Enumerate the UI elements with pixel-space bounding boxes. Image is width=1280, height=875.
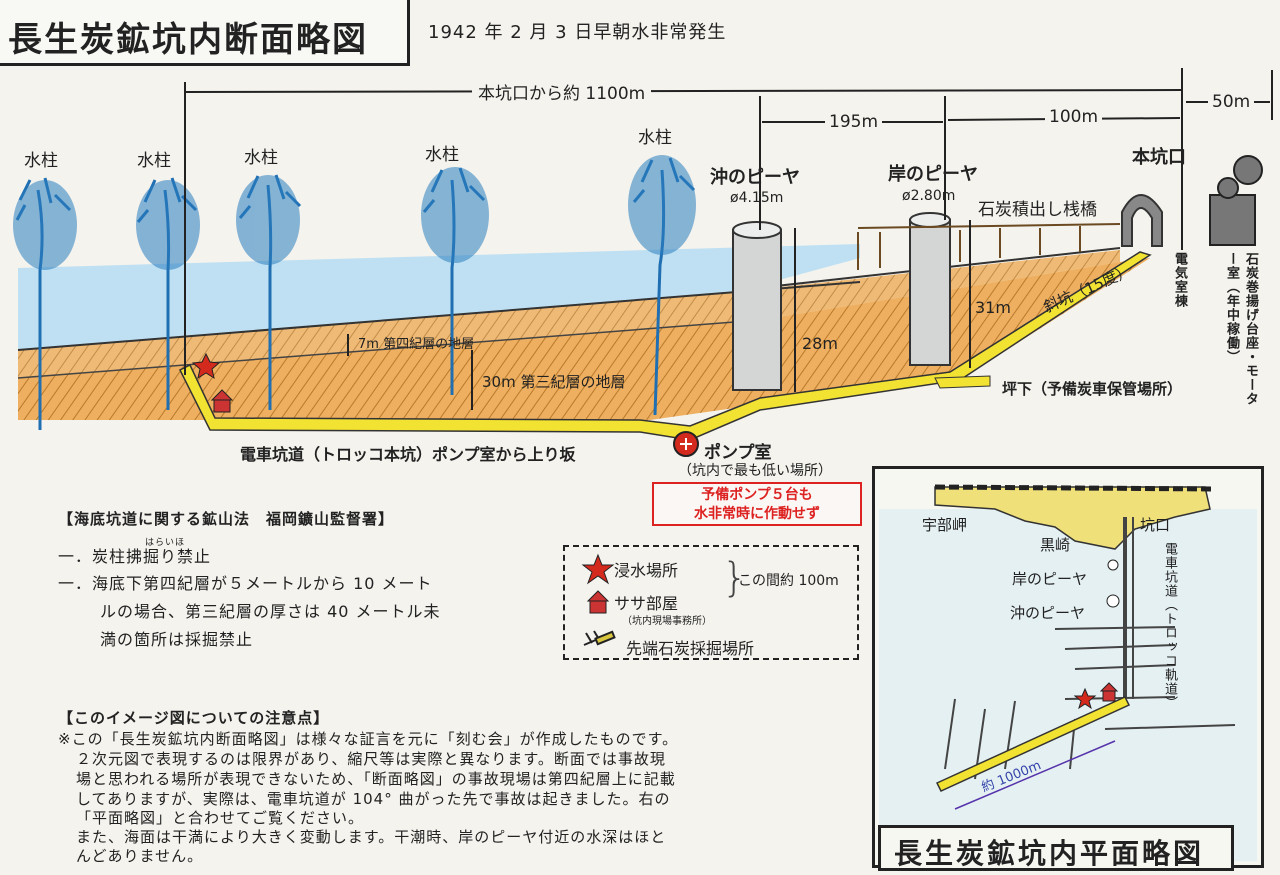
depth-7m-label: 7m 第四紀層の地層	[358, 337, 475, 352]
legend-flood-star-icon	[581, 553, 615, 585]
plan-ube-cape: 宇部岬	[922, 516, 968, 534]
legend-icons	[581, 553, 616, 646]
title-box	[0, 0, 410, 66]
sea-area	[18, 244, 860, 350]
legend-brace: }	[722, 555, 748, 601]
depth-30m-label: 30m 第三紀層の地層	[482, 373, 626, 391]
trestle-label: 石炭積出し桟橋	[978, 200, 1097, 220]
plan-kurosaki: 黒崎	[1040, 536, 1071, 554]
plan-entrance: 坑口	[1140, 516, 1171, 534]
law-heading: 【海底坑道に関する鉱山法 福岡鑛山監督署】	[58, 510, 395, 528]
pier-offshore-diameter: ø4.15m	[730, 190, 784, 206]
coal-trestle	[857, 223, 1121, 270]
dimension-lines	[184, 68, 1273, 410]
pump-room-note: （坑内で最も低い場所）	[678, 463, 832, 479]
page-subtitle: 1942 年 2 月 3 日早朝水非常発生	[428, 22, 727, 43]
plan-incline-tunnel	[935, 696, 1131, 792]
tramway-tunnel	[178, 251, 1152, 441]
pier-offshore-label: 沖のピーヤ	[710, 167, 800, 188]
plan-title-box	[878, 825, 1234, 871]
legend-sasa-note: （坑内現場事務所）	[622, 616, 712, 627]
legend-face-label: 先端石炭採掘場所	[626, 639, 755, 658]
plan-view-diagram	[879, 484, 1257, 861]
legend-box	[563, 545, 859, 660]
quaternary-layer	[18, 250, 1120, 378]
plan-sasa-icon	[1099, 682, 1119, 702]
water-column-label-5: 水柱	[638, 128, 672, 148]
law-item-2c: 満の箇所は採掘禁止	[100, 630, 254, 649]
notes-line-5: 「平面略図」と合わせてご覧ください。	[76, 809, 365, 827]
warning-box: 予備ポンプ５台も 水非常時に作動せず	[652, 482, 862, 526]
dimension-100m: 100m	[1045, 107, 1103, 127]
winch-room-label: 石炭巻揚げ台座・モーター室（年中稼働）	[1224, 252, 1258, 406]
law-item-1: 一．炭柱拂掘り禁止	[58, 547, 212, 566]
water-column-label-1: 水柱	[24, 151, 58, 171]
dimension-50m: 50m	[1208, 92, 1255, 112]
law-ruby: はらいほ	[145, 538, 186, 548]
legend-mining-face-icon	[583, 630, 616, 646]
dimension-total: 本坑口から約 1100m	[472, 79, 652, 104]
legend-sasa-icon	[586, 590, 610, 614]
depth-28m-label: 28m	[802, 334, 838, 353]
law-item-2b: ルの場合、第三紀層の厚さは 40 メートル未	[100, 602, 441, 621]
pier-shore	[909, 219, 951, 366]
sasa-room-icon	[210, 389, 234, 413]
dimension-195m: 195m	[825, 112, 883, 132]
water-column-label-3: 水柱	[244, 148, 278, 168]
notes-line-4: してありますが、実際は、電車坑道が 104° 曲がった先で事故は起きました。右の	[76, 790, 671, 808]
notes-heading: 【このイメージ図についての注意点】	[58, 709, 330, 727]
pump-room-label: ポンプ室	[704, 443, 772, 463]
flood-point-star	[191, 352, 221, 380]
tsubo-branch	[934, 375, 991, 389]
water-column-label-4: 水柱	[425, 145, 459, 165]
notes-line-1: ※この「長生炭鉱坑内断面略図」は様々な証言を元に「刻む会」が作成したものです。	[58, 730, 679, 748]
winch-motor-icon	[1209, 155, 1263, 246]
warning-line-2: 水非常時に作動せず	[694, 506, 820, 522]
pier-shore-label: 岸のピーヤ	[888, 164, 978, 185]
notes-line-7: んどありません。	[76, 847, 204, 865]
notes-line-6: また、海面は干満により大きく変動します。干潮時、岸のピーヤ付近の水深はほと	[76, 828, 667, 846]
plan-flood-star	[1073, 687, 1097, 710]
tsubo-label: 坪下（予備炭車保管場所）	[1002, 380, 1183, 398]
water-column-label-2: 水柱	[137, 151, 171, 171]
plan-coastline	[934, 486, 1211, 550]
tertiary-layer	[18, 258, 1150, 420]
electric-room-label: 電気室棟	[1172, 252, 1187, 308]
legend-sasa-label: ササ部屋	[614, 594, 679, 613]
pier-shore-diameter: ø2.80m	[902, 188, 956, 204]
main-entrance-arch	[1121, 194, 1163, 247]
legend-distance: この間約 100m	[738, 573, 839, 589]
plan-pier-offshore: 沖のピーヤ	[1010, 604, 1086, 622]
pier-offshore	[732, 229, 782, 391]
plan-title: 長生炭鉱坑内平面略図	[894, 837, 1205, 870]
warning-line-1: 予備ポンプ５台も	[701, 487, 813, 503]
notes-line-3: 場と思われる場所が表現できないため、「断面略図」の事故現場は第四紀層上に記載	[76, 770, 676, 788]
notes-line-2: ２次元図で表現するのは限界があり、縮尺等は実際と異なります。断面では事故現	[76, 750, 666, 768]
plan-tramway-label: 電車坑道（トロッコ軌道）	[1162, 542, 1177, 710]
cross-section-diagram	[13, 68, 1273, 457]
main-entrance-label: 本坑口	[1132, 147, 1186, 168]
legend-flood-label: 浸水場所	[614, 561, 679, 580]
plan-pier-shore: 岸のピーヤ	[1012, 570, 1088, 588]
law-item-2a: 一．海底下第四紀層が５メートルから 10 メート	[58, 574, 433, 593]
page-title: 長生炭鉱坑内断面略図	[8, 20, 368, 60]
depth-31m-label: 31m	[975, 298, 1011, 317]
tramway-label: 電車坑道（トロッコ本坑）ポンプ室から上り坂	[240, 445, 576, 464]
